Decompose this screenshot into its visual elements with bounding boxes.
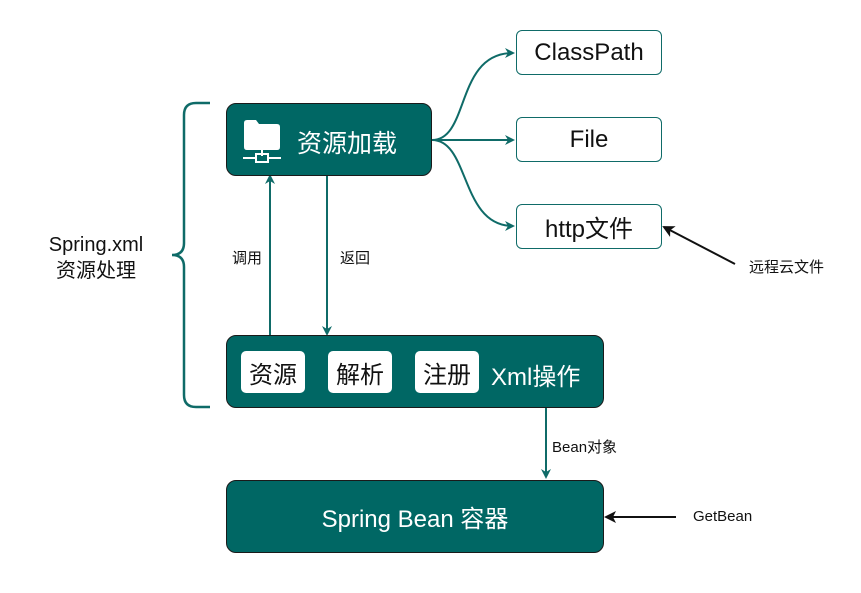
network-folder-icon [242, 117, 282, 170]
chip-parse-label: 解析 [336, 361, 384, 389]
arrow-to-http [431, 139, 515, 231]
bean-object-label: Bean对象 [552, 439, 618, 456]
chip-parse[interactable]: 解析 [328, 351, 392, 393]
remote-file-label: 远程云文件 [749, 259, 825, 276]
source-file-label: File [569, 125, 609, 153]
source-file[interactable]: File [516, 117, 662, 162]
xml-operation-box[interactable]: 资源 解析 注册 Xml操作 [226, 335, 604, 408]
source-classpath[interactable]: ClassPath [516, 30, 662, 75]
arrow-remote [662, 226, 736, 265]
container-label: Spring Bean 容器 [321, 506, 509, 533]
spring-xml-label: Spring.xml 资源处理 [36, 232, 156, 284]
xml-operation-label: Xml操作 [491, 364, 581, 391]
brace [171, 101, 210, 409]
spring-bean-container[interactable]: Spring Bean 容器 [226, 480, 604, 553]
resource-loading-label: 资源加载 [297, 130, 398, 158]
spring-xml-line2: 资源处理 [56, 260, 136, 282]
chip-register-label: 注册 [423, 361, 471, 389]
chip-resource-label: 资源 [249, 361, 297, 389]
source-http[interactable]: http文件 [516, 204, 662, 249]
spring-xml-line1: Spring.xml [48, 234, 144, 256]
resource-loading-box[interactable]: 资源加载 [226, 103, 432, 176]
call-label: 调用 [232, 250, 263, 267]
source-classpath-label: ClassPath [534, 38, 644, 66]
return-label: 返回 [340, 250, 371, 267]
chip-register[interactable]: 注册 [415, 351, 479, 393]
source-http-label: http文件 [544, 216, 634, 243]
arrow-to-classpath [431, 48, 515, 141]
chip-resource[interactable]: 资源 [241, 351, 305, 393]
getbean-label: GetBean [693, 508, 753, 525]
